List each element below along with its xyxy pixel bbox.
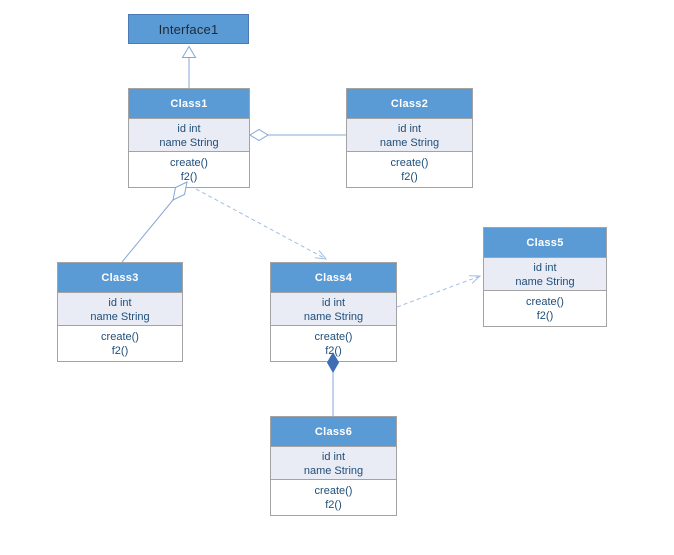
class-name: Class3 <box>58 263 182 292</box>
class-box-class1[interactable]: Class1 id int name String create() f2() <box>128 88 250 188</box>
edge-generalization-class1-interface1[interactable] <box>181 45 197 89</box>
open-arrow-icon <box>314 250 328 260</box>
class-name: Class2 <box>347 89 472 118</box>
edge-dependency-class4-class5[interactable] <box>396 275 482 308</box>
method: create() <box>314 331 353 343</box>
class-name: Class6 <box>271 417 396 446</box>
class-name: Class5 <box>484 228 606 257</box>
method: create() <box>101 331 139 343</box>
attribute: name String <box>303 465 364 477</box>
edge-aggregation-class1-class2[interactable] <box>249 128 346 142</box>
method: f2() <box>401 171 418 183</box>
interface-name: Interface1 <box>158 21 219 37</box>
open-arrow-icon <box>468 275 482 284</box>
class-box-class6[interactable]: Class6 id int name String create() f2() <box>270 416 397 516</box>
method: create() <box>526 296 564 308</box>
attribute: id int <box>533 262 557 274</box>
attribute: id int <box>321 451 346 463</box>
class-attributes: id int name String <box>129 118 249 152</box>
class-box-class5[interactable]: Class5 id int name String create() f2() <box>483 227 607 327</box>
attribute: name String <box>90 311 150 323</box>
attribute: name String <box>303 311 364 323</box>
class-attributes: id int name String <box>271 446 396 480</box>
interface-box-interface1[interactable]: Interface1 <box>128 14 249 44</box>
class-methods: create() f2() <box>484 291 606 326</box>
attribute: id int <box>108 297 132 309</box>
method: create() <box>170 157 208 169</box>
method: f2() <box>536 310 554 322</box>
class-methods: create() f2() <box>129 152 249 187</box>
attribute: name String <box>159 137 219 149</box>
class-name: Class1 <box>129 89 249 118</box>
method: f2() <box>180 171 198 183</box>
attribute: id int <box>177 123 201 135</box>
class-name: Class4 <box>271 263 396 292</box>
class-attributes: id int name String <box>347 118 472 152</box>
method: f2() <box>325 345 342 357</box>
edge-composition-class4-class6[interactable] <box>326 352 340 416</box>
attribute: name String <box>379 137 440 149</box>
attribute: id int <box>397 123 422 135</box>
class-box-class3[interactable]: Class3 id int name String create() f2() <box>57 262 183 362</box>
class-attributes: id int name String <box>484 257 606 291</box>
class-methods: create() f2() <box>347 152 472 187</box>
attribute: id int <box>321 297 346 309</box>
attribute: name String <box>515 276 575 288</box>
edge-aggregation-class1-class3[interactable] <box>121 181 188 263</box>
class-methods: create() f2() <box>271 480 396 515</box>
method: f2() <box>325 499 342 511</box>
class-box-class4[interactable]: Class4 id int name String create() f2() <box>270 262 397 362</box>
class-attributes: id int name String <box>271 292 396 326</box>
class-box-class2[interactable]: Class2 id int name String create() f2() <box>346 88 473 188</box>
hollow-diamond-icon <box>249 128 269 142</box>
hollow-triangle-icon <box>181 45 197 58</box>
class-methods: create() f2() <box>271 326 396 361</box>
method: create() <box>314 485 353 497</box>
edge-dependency-class1-class4[interactable] <box>195 188 328 260</box>
class-attributes: id int name String <box>58 292 182 326</box>
method: f2() <box>111 345 129 357</box>
class-methods: create() f2() <box>58 326 182 361</box>
method: create() <box>390 157 429 169</box>
